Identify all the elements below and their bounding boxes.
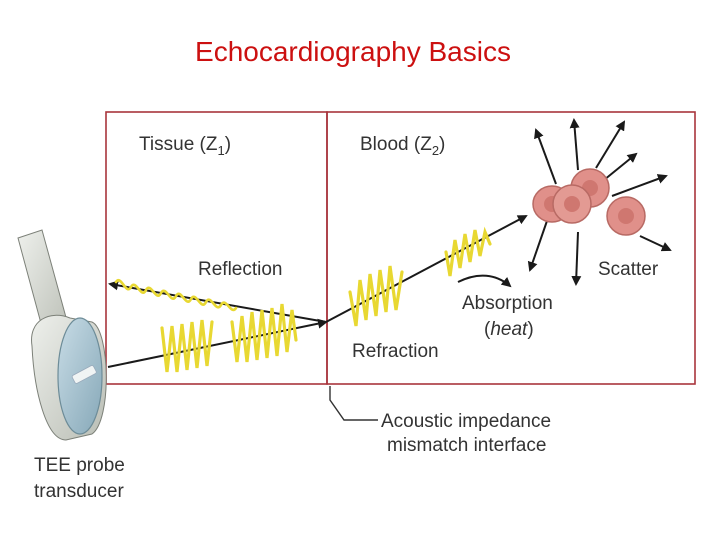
probe-label-line2: transducer <box>34 481 124 502</box>
probe-label-line1: TEE probe <box>34 455 125 476</box>
tee-probe <box>17 229 107 441</box>
absorption-label: Absorption <box>462 293 553 314</box>
heat-label: (heat) <box>484 319 534 340</box>
tissue-label: Tissue (Z1) <box>139 134 231 158</box>
incident-wave <box>160 303 298 373</box>
reflected-wave <box>114 278 238 312</box>
blood-region <box>326 111 696 385</box>
scatter-label: Scatter <box>598 259 659 280</box>
blood-label: Blood (Z2) <box>360 134 445 158</box>
absorption-arrow <box>457 274 512 288</box>
interface-label-line2: mismatch interface <box>387 435 546 456</box>
interface-label-line1: Acoustic impedance <box>381 411 551 432</box>
refraction-label: Refraction <box>352 341 439 362</box>
page-title: Echocardiography Basics <box>195 36 511 67</box>
refracted-wave <box>348 226 492 327</box>
blood-cells <box>532 168 646 236</box>
scatter-arrows <box>527 118 672 286</box>
reflection-label: Reflection <box>198 259 283 280</box>
interface-callout-line <box>329 386 378 421</box>
